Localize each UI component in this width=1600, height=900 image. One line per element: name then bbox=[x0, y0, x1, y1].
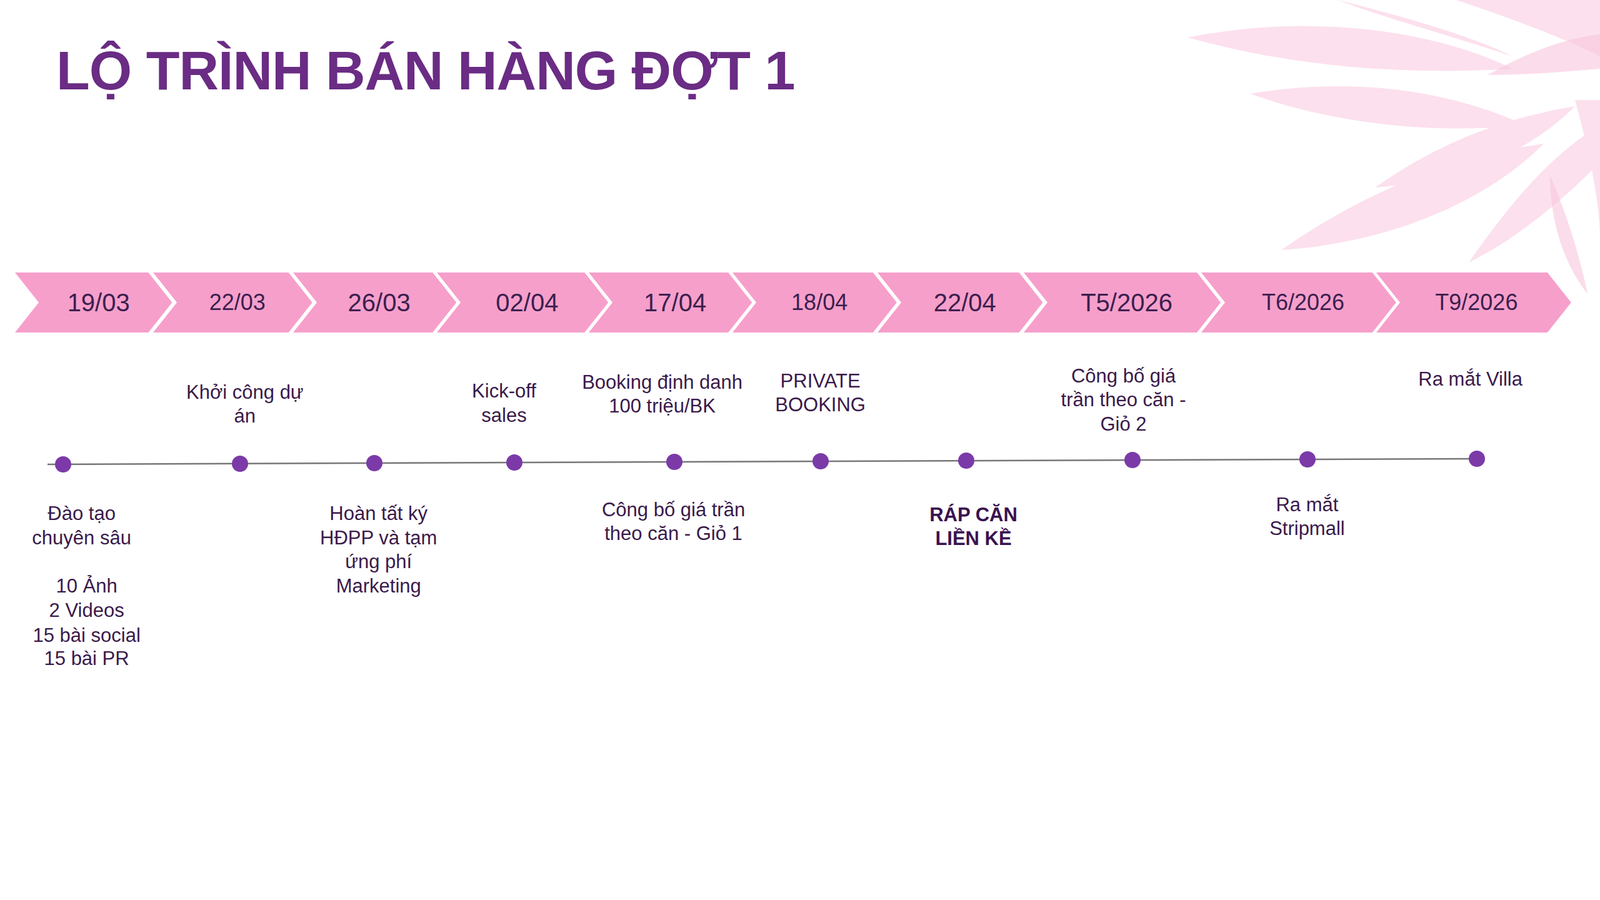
milestone-label: Đào tạo chuyên sâu bbox=[23, 501, 141, 550]
chevron-fill bbox=[1023, 272, 1221, 333]
milestone-label: Ra mắt Stripmall bbox=[1256, 493, 1359, 542]
date-text: T6/2026 bbox=[1261, 289, 1345, 316]
milestone-label: Kick-off sales bbox=[458, 379, 550, 428]
date-chevron: 18/04 bbox=[732, 272, 902, 333]
milestone-label: 10 Ảnh bbox=[5, 574, 169, 599]
date-text: 18/04 bbox=[791, 289, 848, 316]
date-text: 17/04 bbox=[643, 288, 707, 317]
milestone-label: PRIVATE BOOKING bbox=[769, 369, 872, 418]
date-text: 19/03 bbox=[67, 288, 130, 317]
chevron-fill bbox=[877, 272, 1043, 333]
date-chevron: 02/04 bbox=[436, 272, 613, 333]
chevron-fill bbox=[153, 272, 313, 333]
chevron-fill bbox=[1376, 272, 1572, 333]
date-chevron: 17/04 bbox=[588, 272, 757, 333]
date-text-box: 18/04 bbox=[732, 272, 902, 333]
date-text: 26/03 bbox=[348, 288, 411, 317]
timeline-line bbox=[47, 458, 1485, 465]
date-text: T5/2026 bbox=[1080, 288, 1173, 317]
chevron-fill bbox=[1201, 272, 1397, 333]
date-text-box: T6/2026 bbox=[1201, 272, 1401, 333]
milestone-label: Công bố giá trần theo căn - Giỏ 1 bbox=[591, 498, 755, 547]
date-text-box: 22/04 bbox=[877, 272, 1047, 333]
milestone-label: 2 Videos bbox=[5, 598, 169, 623]
chevron-fill bbox=[15, 272, 172, 333]
date-text-box: 02/04 bbox=[436, 272, 613, 333]
date-chevron: T9/2026 bbox=[1376, 272, 1572, 333]
milestone-label: Ra mắt Villa bbox=[1393, 367, 1547, 392]
milestone-label: 15 bài PR bbox=[5, 646, 169, 671]
date-text-box: 19/03 bbox=[15, 272, 177, 333]
date-chevron: 26/03 bbox=[293, 272, 461, 333]
date-text-box: 22/03 bbox=[153, 272, 317, 333]
date-chevron: T6/2026 bbox=[1201, 272, 1401, 333]
milestone-label: Booking định danh 100 triệu/BK bbox=[578, 370, 747, 419]
date-text-box: 26/03 bbox=[293, 272, 461, 333]
date-text: T9/2026 bbox=[1435, 289, 1518, 316]
chevron-fill bbox=[732, 272, 897, 333]
timeline-dots bbox=[55, 450, 1485, 473]
date-chevron: 19/03 bbox=[15, 272, 177, 333]
milestone-highlight: RÁP CĂN LIỀN KỀ bbox=[922, 503, 1025, 552]
milestone-label: Công bố giá trần theo căn - Giỏ 2 bbox=[1054, 364, 1192, 437]
date-text-box: T9/2026 bbox=[1376, 272, 1572, 333]
date-chevron: 22/04 bbox=[877, 272, 1047, 333]
date-text: 22/04 bbox=[933, 288, 997, 317]
milestone-label: Khởi công dự án bbox=[178, 380, 312, 429]
date-text-box: 17/04 bbox=[588, 272, 757, 333]
date-text-box: T5/2026 bbox=[1023, 272, 1225, 333]
date-chevron: 22/03 bbox=[153, 272, 317, 333]
page-title: LỘ TRÌNH BÁN HÀNG ĐỢT 1 bbox=[56, 38, 795, 103]
date-text: 02/04 bbox=[495, 288, 559, 317]
milestone-label: Hoàn tất ký HĐPP và tạm ứng phí Marketin… bbox=[315, 501, 443, 599]
date-chevron: T5/2026 bbox=[1023, 272, 1225, 333]
date-text: 22/03 bbox=[209, 289, 266, 316]
chevron-fill bbox=[293, 272, 457, 333]
chevron-fill bbox=[436, 272, 609, 333]
milestone-label: 15 bài social bbox=[5, 623, 169, 648]
chevron-fill bbox=[588, 272, 752, 333]
